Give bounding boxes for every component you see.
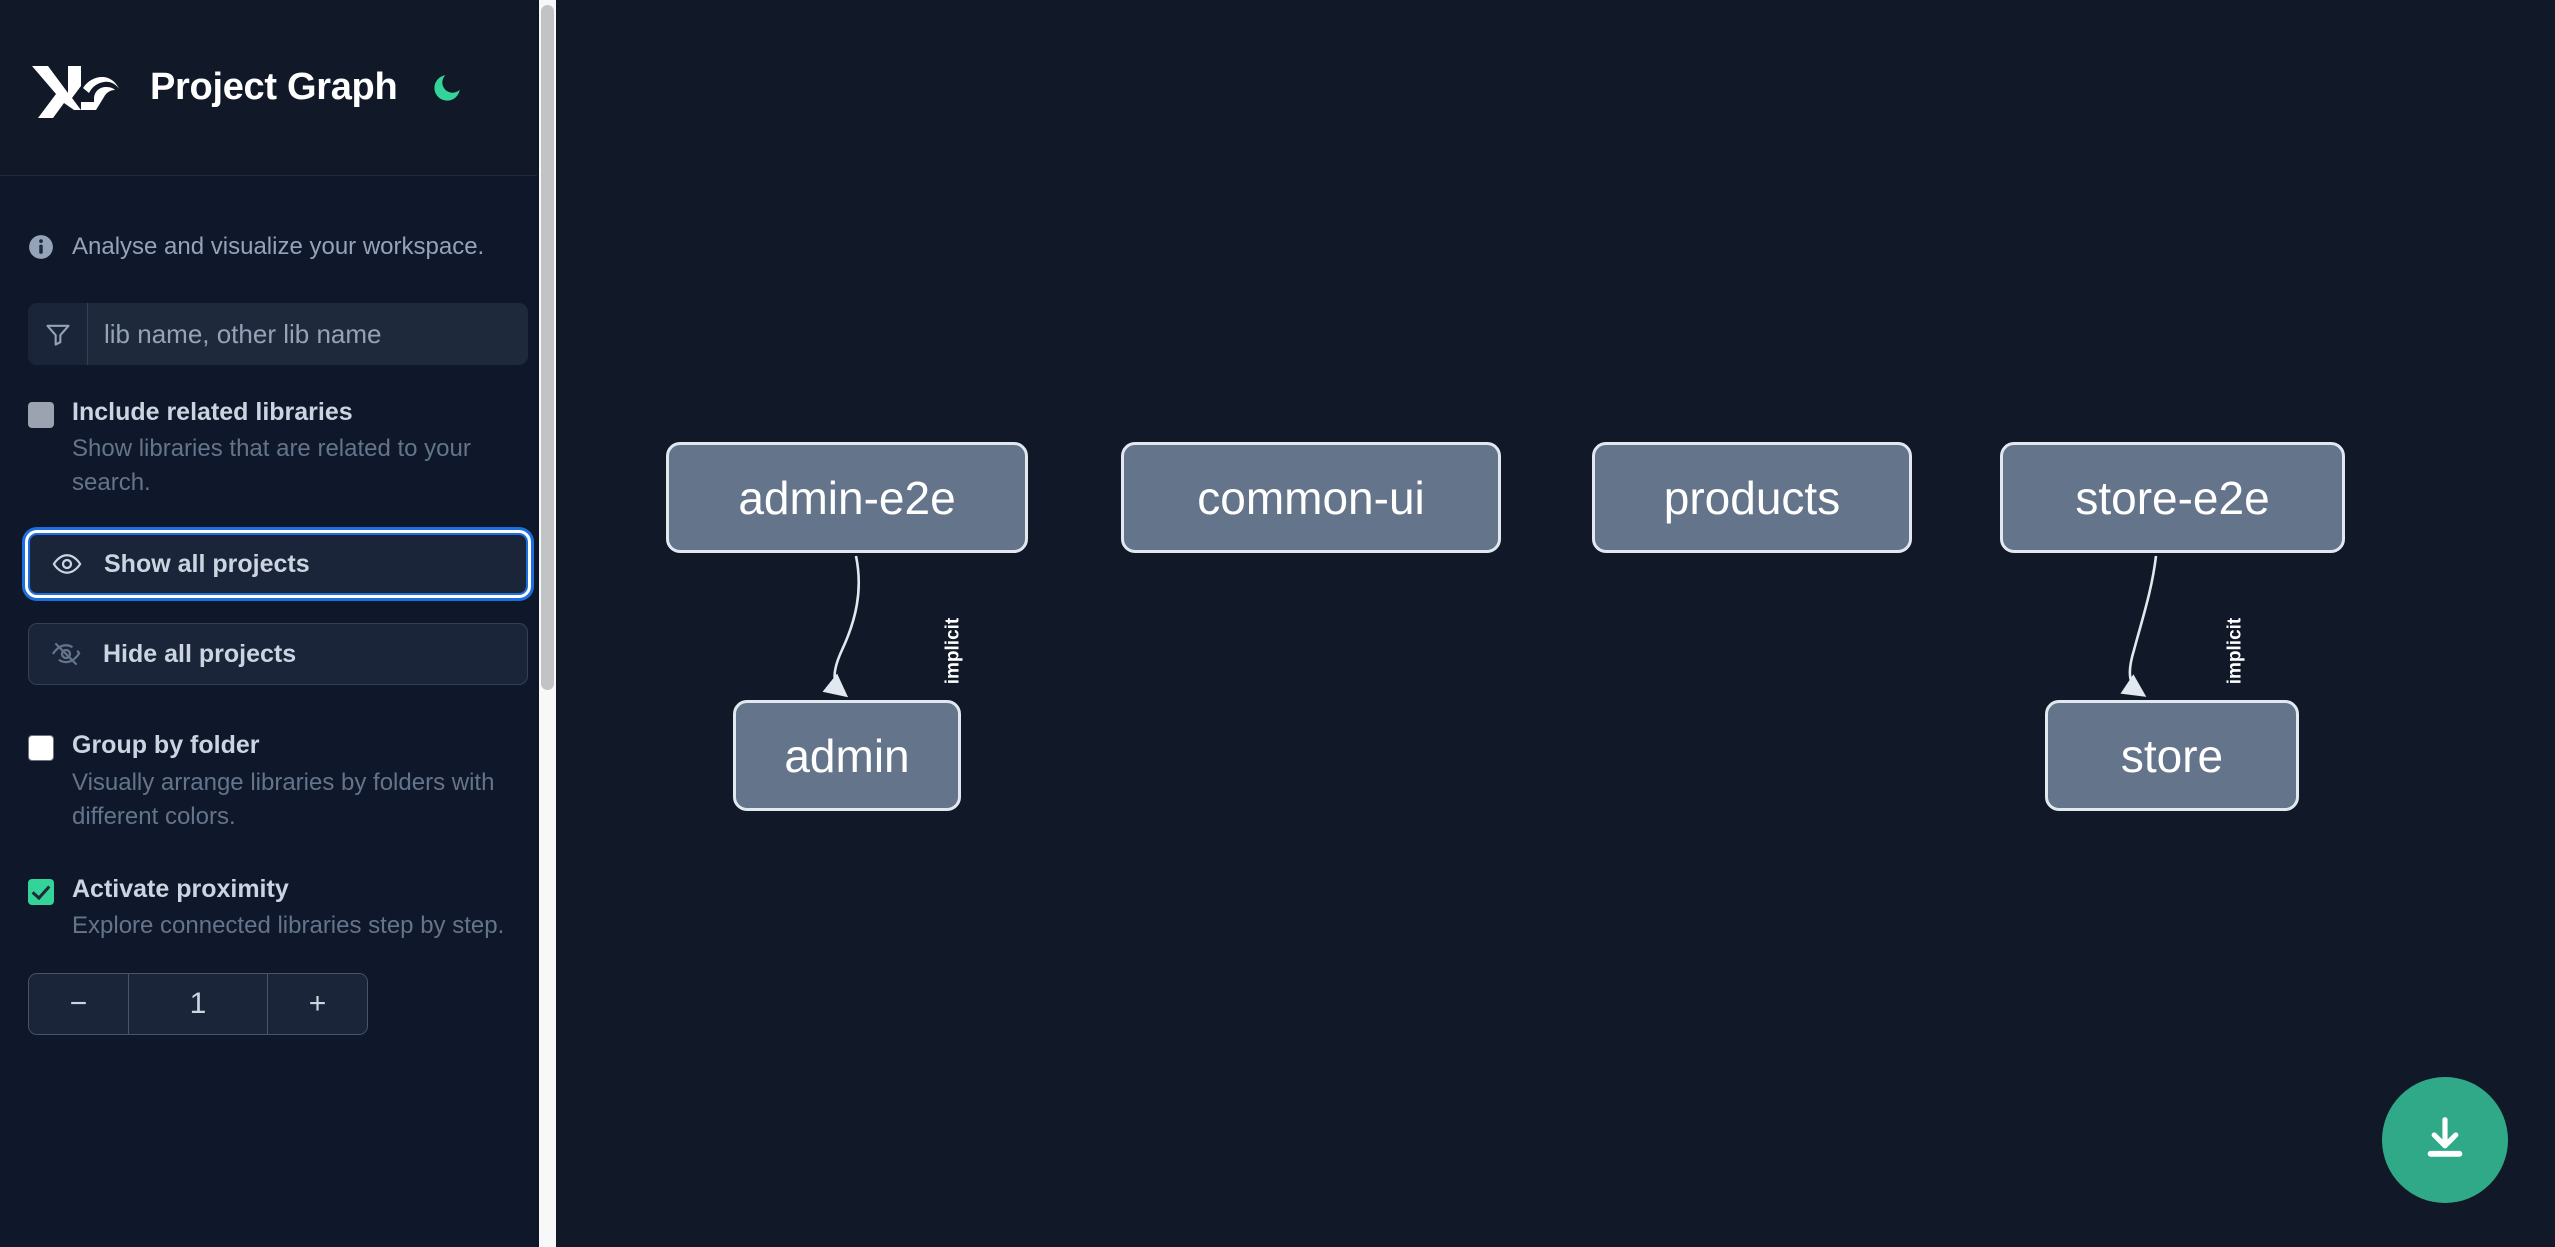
project-graph-canvas[interactable]: admin-e2e common-ui products store-e2e admin… xyxy=(556,0,2555,1247)
tagline-text: Analyse and visualize your workspace. xyxy=(72,232,485,260)
stepper-decrement-button[interactable]: − xyxy=(29,974,129,1035)
include-related-libraries-checkbox[interactable] xyxy=(28,402,54,428)
edge-store-e2e-to-store xyxy=(2120,555,2158,697)
stepper-value: 1 xyxy=(129,974,267,1035)
option-description: Explore connected libraries step by step… xyxy=(72,912,505,940)
graph-node-store-e2e[interactable]: store-e2e xyxy=(2000,442,2345,553)
sidebar-scrollbar[interactable] xyxy=(539,0,556,1247)
hide-all-projects-button[interactable]: Hide all projects xyxy=(28,623,528,686)
graph-node-store[interactable]: store xyxy=(2045,700,2299,811)
download-icon xyxy=(2418,1112,2472,1169)
option-group-by-folder[interactable]: Group by folder Visually arrange librari… xyxy=(28,730,528,833)
nx-logo xyxy=(28,58,120,118)
sidebar-header: Project Graph xyxy=(0,0,556,176)
graph-node-admin-e2e[interactable]: admin-e2e xyxy=(666,442,1028,553)
proximity-stepper[interactable]: − 1 + xyxy=(28,973,368,1036)
funnel-icon xyxy=(28,303,88,365)
option-label: Include related libraries xyxy=(72,398,353,426)
sidebar-tagline: Analyse and visualize your workspace. xyxy=(0,176,556,280)
edge-label-admin-e2e-to-admin: implicit xyxy=(942,617,964,685)
graph-node-products[interactable]: products xyxy=(1592,442,1912,553)
moon-icon[interactable] xyxy=(427,68,467,108)
option-label: Group by folder xyxy=(72,731,260,760)
filter-row[interactable] xyxy=(28,303,528,365)
option-description: Show libraries that are related to your … xyxy=(72,435,471,497)
eye-off-icon xyxy=(51,639,81,669)
edge-label-store-e2e-to-store: implicit xyxy=(2224,617,2246,685)
option-label: Activate proximity xyxy=(72,874,289,903)
option-activate-proximity[interactable]: Activate proximity Explore connected lib… xyxy=(28,874,528,943)
edge-admin-e2e-to-admin xyxy=(822,555,861,698)
search-input[interactable] xyxy=(88,303,528,365)
hide-all-projects-label: Hide all projects xyxy=(103,639,297,668)
stepper-increment-button[interactable]: + xyxy=(267,974,367,1035)
option-description: Visually arrange libraries by folders wi… xyxy=(72,768,495,830)
show-all-projects-label: Show all projects xyxy=(104,549,310,578)
sidebar-scrollbar-thumb[interactable] xyxy=(541,5,554,690)
graph-edges xyxy=(822,555,2158,698)
download-graph-button[interactable] xyxy=(2382,1077,2508,1203)
option-include-related-libraries[interactable]: Include related libraries Show libraries… xyxy=(28,397,528,500)
eye-icon xyxy=(52,549,82,579)
show-all-projects-button[interactable]: Show all projects xyxy=(28,533,528,596)
sidebar-body: Include related libraries Show libraries… xyxy=(0,303,556,1036)
sidebar-divider xyxy=(537,0,539,1247)
group-by-folder-checkbox[interactable] xyxy=(28,735,54,762)
sidebar: Project Graph Analyse and visualize your… xyxy=(0,0,556,1247)
activate-proximity-checkbox[interactable] xyxy=(28,878,54,905)
page-title: Project Graph xyxy=(150,66,398,108)
graph-node-admin[interactable]: admin xyxy=(733,700,961,811)
info-icon xyxy=(28,234,54,260)
graph-node-common-ui[interactable]: common-ui xyxy=(1121,442,1501,553)
